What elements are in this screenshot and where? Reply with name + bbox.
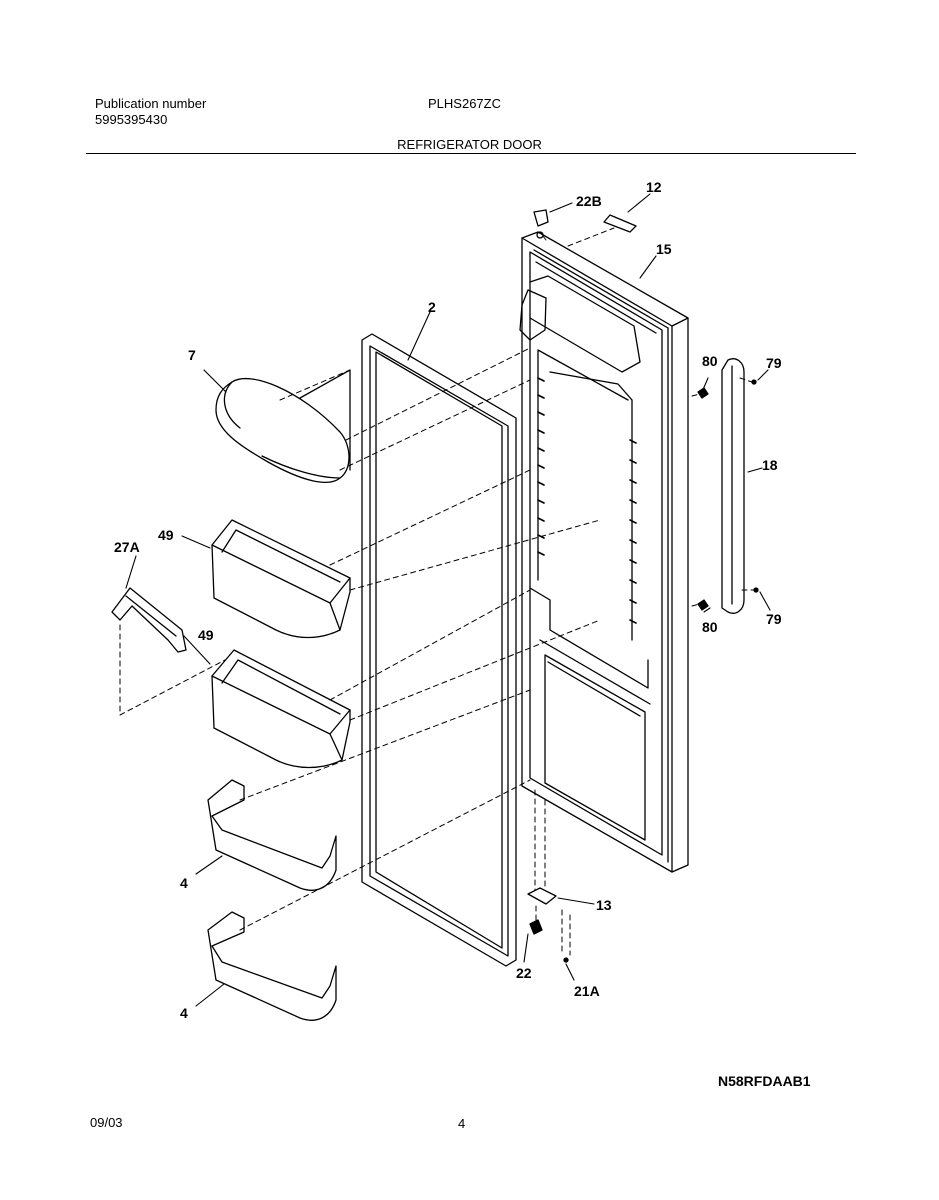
screw-21A — [563, 957, 569, 963]
callout-21A: 21A — [574, 983, 600, 999]
publication-label: Publication number — [95, 96, 207, 111]
door-gasket — [361, 333, 517, 967]
callout-27A: 27A — [114, 539, 140, 555]
callout-4-lower: 4 — [180, 1005, 188, 1021]
door-outer-panel — [519, 231, 689, 873]
callout-15: 15 — [656, 241, 672, 257]
bin-handle-clip — [111, 587, 187, 653]
plug-79-top — [751, 379, 757, 385]
callout-4-upper: 4 — [180, 875, 188, 891]
plug-79-bottom — [753, 587, 759, 593]
screw-80-top — [697, 387, 709, 399]
publication-number: 5995395430 — [95, 112, 168, 127]
callout-49-upper: 49 — [158, 527, 174, 543]
door-shelf-lower — [207, 911, 337, 1021]
screw-80-bottom — [697, 599, 709, 611]
callout-2: 2 — [428, 299, 436, 315]
hinge-plate-13 — [527, 887, 557, 905]
footer-date: 09/03 — [90, 1115, 123, 1130]
assembly-lines — [119, 227, 755, 956]
diagram-code: N58RFDAAB1 — [718, 1073, 811, 1089]
model-number: PLHS267ZC — [428, 96, 501, 111]
section-title: REFRIGERATOR DOOR — [397, 137, 542, 152]
door-handle — [721, 358, 745, 614]
header-rule — [86, 153, 856, 154]
label-plate — [603, 214, 637, 233]
callout-79-top: 79 — [766, 355, 782, 371]
callout-labels: 22B 12 15 2 7 80 79 18 49 27A 49 80 79 4… — [114, 179, 782, 1021]
callout-22: 22 — [516, 965, 532, 981]
callout-49-lower: 49 — [198, 627, 214, 643]
callout-79-bottom: 79 — [766, 611, 782, 627]
callout-13: 13 — [596, 897, 612, 913]
callout-7: 7 — [188, 347, 196, 363]
dairy-bin-cylinder — [215, 369, 351, 484]
door-bin-upper — [211, 519, 351, 639]
callout-12: 12 — [646, 179, 662, 195]
hinge-bushing-22 — [529, 919, 543, 935]
callout-22B: 22B — [576, 193, 602, 209]
leader-lines — [125, 193, 771, 1007]
door-shelf-upper — [207, 779, 337, 891]
door-bin-lower — [211, 649, 351, 769]
callout-18: 18 — [762, 457, 778, 473]
callout-80-bottom: 80 — [702, 619, 718, 635]
page-number: 4 — [458, 1116, 466, 1131]
callout-80-top: 80 — [702, 353, 718, 369]
